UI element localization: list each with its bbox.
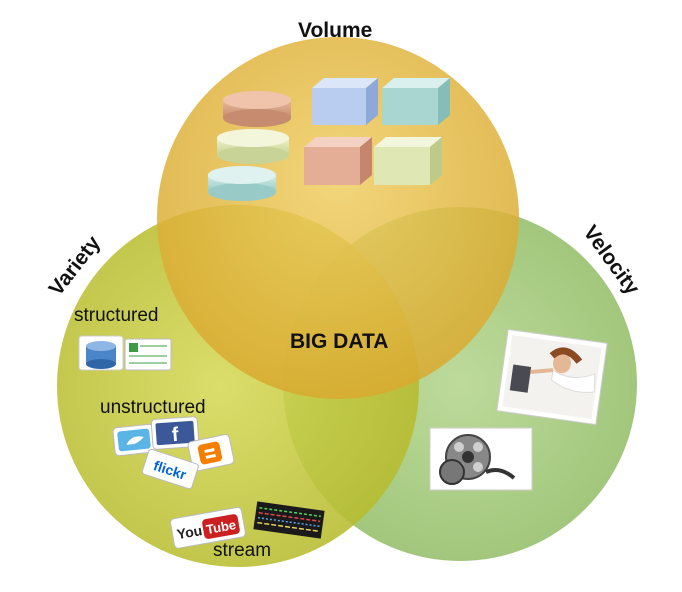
storage-cubes-icon: [304, 78, 450, 185]
flickr-icon: flickr: [141, 448, 199, 490]
center-label: BIG DATA: [290, 330, 389, 353]
structured-label: structured: [74, 305, 159, 326]
twitter-icon: [112, 423, 156, 457]
speed-woman-photo-icon: [496, 328, 608, 426]
stream-label: stream: [213, 540, 272, 561]
youtube-icon: You Tube: [170, 506, 246, 549]
database-icon: [208, 91, 291, 201]
volume-circle: [157, 37, 519, 399]
svg-text:f: f: [171, 424, 180, 446]
blogger-icon: [187, 433, 235, 472]
facebook-icon: f: [150, 416, 200, 450]
unstructured-label: unstructured: [100, 397, 206, 418]
svg-text:Tube: Tube: [205, 517, 237, 537]
svg-text:You: You: [176, 522, 204, 542]
data-stream-icon: [253, 501, 325, 539]
spreadsheet-icon: [124, 338, 172, 371]
volume-label: Volume: [298, 19, 373, 42]
film-reel-icon: [429, 427, 533, 491]
database-icon: [78, 335, 124, 371]
